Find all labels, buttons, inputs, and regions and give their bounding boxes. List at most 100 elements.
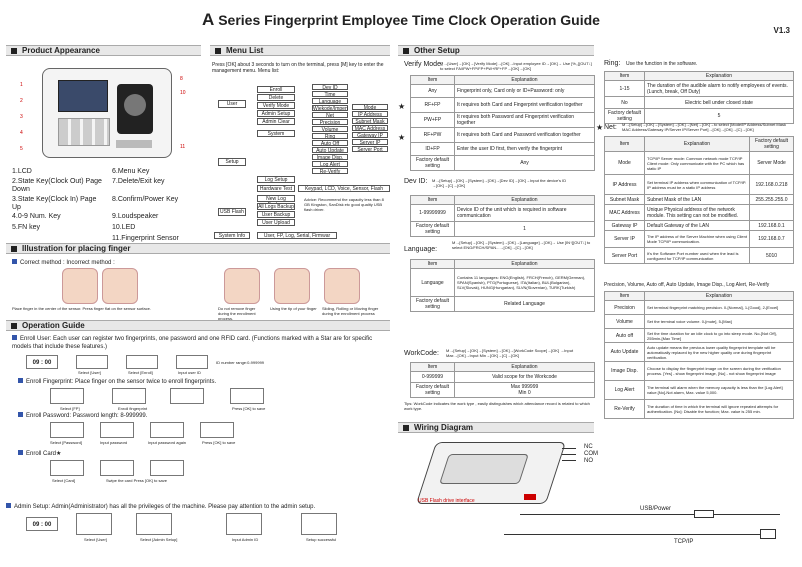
section-other-setup: Other Setup xyxy=(398,45,594,56)
star-icon: ★ xyxy=(398,133,406,142)
section-menu-list: Menu List xyxy=(210,45,390,56)
finger-illustrations: Place finger in the center of the sensor… xyxy=(12,268,390,321)
usb-advice-note: Advice: Recommend the capacity less than… xyxy=(304,197,384,212)
finger-incorrect-image-3 xyxy=(324,268,360,304)
relay-no-label: NO xyxy=(584,458,593,464)
version-label: V1.3 xyxy=(773,26,790,35)
workcode-label: WorkCode: xyxy=(404,350,439,357)
enroll-card-line: Enroll Card★ xyxy=(18,450,390,457)
usb-power-cable xyxy=(520,514,780,515)
star-icon: ★ xyxy=(398,102,406,111)
usb-plug-icon xyxy=(694,510,714,518)
workcode-tip: Tips: WorkCode indicates the work type ,… xyxy=(404,401,590,411)
fingerprint-sensor-icon xyxy=(124,94,146,116)
table-row: Image Disp.Choose to display the fingerp… xyxy=(604,361,794,381)
finger-incorrect-image-1 xyxy=(224,268,260,304)
ring-label: Ring: xyxy=(604,60,621,67)
menu-tree: User Enroll Delete Verify Mode Admin Set… xyxy=(212,82,392,267)
verify-mode-label: Verify Mode: xyxy=(404,61,443,68)
precision-title: Precision, Volume, Auto off, Auto Update… xyxy=(604,282,770,288)
dev-id-label: Dev ID: xyxy=(404,178,428,185)
tcpip-cable xyxy=(504,534,774,535)
wiring-diagram: USB Flash drive interface NC COM NO USB/… xyxy=(404,436,796,562)
star-icon: ★ xyxy=(596,123,604,132)
menu-system: System xyxy=(257,130,295,137)
menu-user: User xyxy=(218,100,246,108)
section-placing-finger: Illustration for placing finger xyxy=(6,243,390,254)
language-label: Language: xyxy=(404,246,438,253)
device-illustration: 1 2 3 4 5 8 10 11 xyxy=(12,60,197,168)
admin-setup-line: Admin Setup: Admin(Administrator) has al… xyxy=(6,503,390,510)
page-title: A Series Fingerprint Employee Time Clock… xyxy=(202,10,600,29)
terminal-back-plate xyxy=(439,454,529,484)
enroll-fingerprint-steps: Select [FP] Enroll fingerprint Press [OK… xyxy=(50,388,290,411)
net-label: Net: xyxy=(604,124,617,131)
enroll-password-steps: Select [Password] Input password Input p… xyxy=(50,422,290,446)
brand-plate xyxy=(116,140,152,148)
section-operation-guide: Operation Guide xyxy=(6,320,390,331)
menu-setup: Setup xyxy=(218,158,246,166)
finger-incorrect-image-2 xyxy=(274,268,310,304)
section-product-appearance: Product Appearance xyxy=(6,45,201,56)
page-header: A Series Fingerprint Employee Time Clock… xyxy=(0,8,802,35)
lcd-screen xyxy=(58,80,108,112)
correct-incorrect-label: Correct method : Incorrect method : xyxy=(12,259,115,266)
enroll-card-steps: Select [Card] Swipe the card Press [OK] … xyxy=(50,460,250,484)
keypad xyxy=(58,118,110,146)
rj45-plug-icon xyxy=(760,529,776,539)
section-wiring-diagram: Wiring Diagram xyxy=(398,422,594,433)
usb-port xyxy=(524,494,536,500)
relay-nc-label: NC xyxy=(584,444,593,450)
relay-com-label: COM xyxy=(584,451,598,457)
enroll-password-line: Enroll Password: Password length: 8-9999… xyxy=(18,412,390,419)
admin-setup-steps: 09 : 00 Select [User] Select [Admin Setu… xyxy=(26,513,386,545)
finger-correct-image xyxy=(62,268,98,304)
usb-interface-label: USB Flash drive interface xyxy=(418,498,475,504)
enroll-user-line: Enroll User: Each user can register two … xyxy=(12,335,373,350)
finger-correct-image-2 xyxy=(102,268,138,304)
enroll-user-steps: 09 : 00 Select [User] Select [Enroll] In… xyxy=(26,355,386,377)
